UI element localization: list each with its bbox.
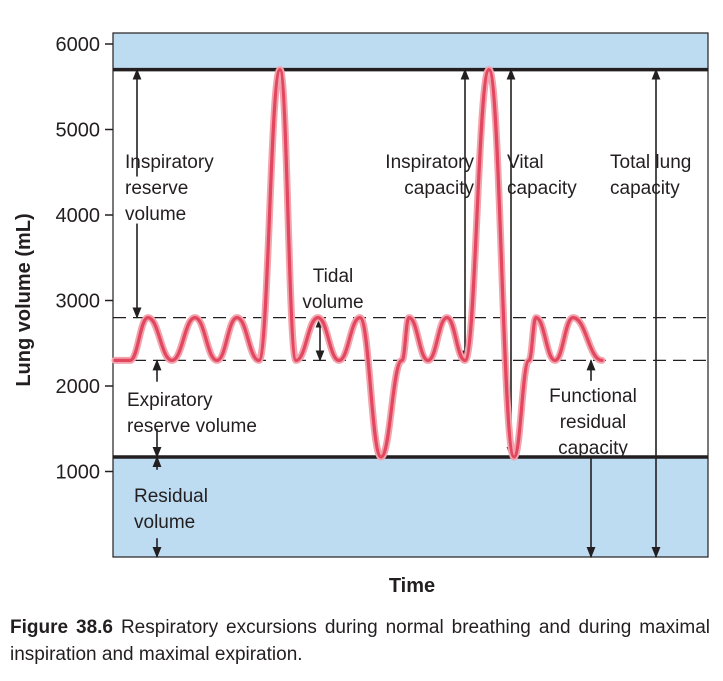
frc-label: residual [560, 412, 627, 433]
tidal-label: Tidal [313, 266, 353, 287]
y-tick-label: 6000 [56, 34, 101, 56]
figure-caption: Figure 38.6 Respiratory excursions durin… [10, 614, 710, 668]
erv-label: Expiratory [127, 390, 213, 411]
rv-label: volume [134, 512, 195, 533]
frc-label: capacity [558, 438, 628, 459]
y-tick-label: 1000 [56, 462, 101, 484]
vc-label: Vital [507, 152, 544, 173]
irv-label: reserve [125, 178, 188, 199]
frc-label: Functional [549, 386, 637, 407]
rv-label: Residual [134, 486, 208, 507]
erv-label: reserve volume [127, 416, 257, 437]
x-axis-label: Time [389, 575, 435, 597]
vc-label: capacity [507, 178, 577, 199]
y-tick-label: 4000 [56, 205, 101, 227]
volume-trace [113, 68, 604, 459]
y-tick-label: 2000 [56, 376, 101, 398]
upper-band [113, 33, 708, 70]
tlc-label: Total lung [610, 152, 691, 173]
plot-frame [112, 32, 709, 558]
caption-label: Figure 38.6 [10, 617, 113, 638]
lower-band [113, 456, 708, 557]
y-tick-label: 3000 [56, 291, 101, 313]
irv-label: volume [125, 204, 186, 225]
y-axis-label: Lung volume (mL) [13, 213, 35, 386]
tidal-label: volume [302, 292, 363, 313]
irv-label: Inspiratory [125, 152, 214, 173]
tlc-label: capacity [610, 178, 680, 199]
ic-label: capacity [404, 178, 474, 199]
ic-label: Inspiratory [385, 152, 474, 173]
y-tick-label: 5000 [56, 120, 101, 142]
lung-volume-chart: 1000 2000 3000 4000 5000 6000 Inspiratory rese… [13, 32, 709, 597]
caption-text: Respiratory excursions during normal bre… [10, 617, 710, 665]
